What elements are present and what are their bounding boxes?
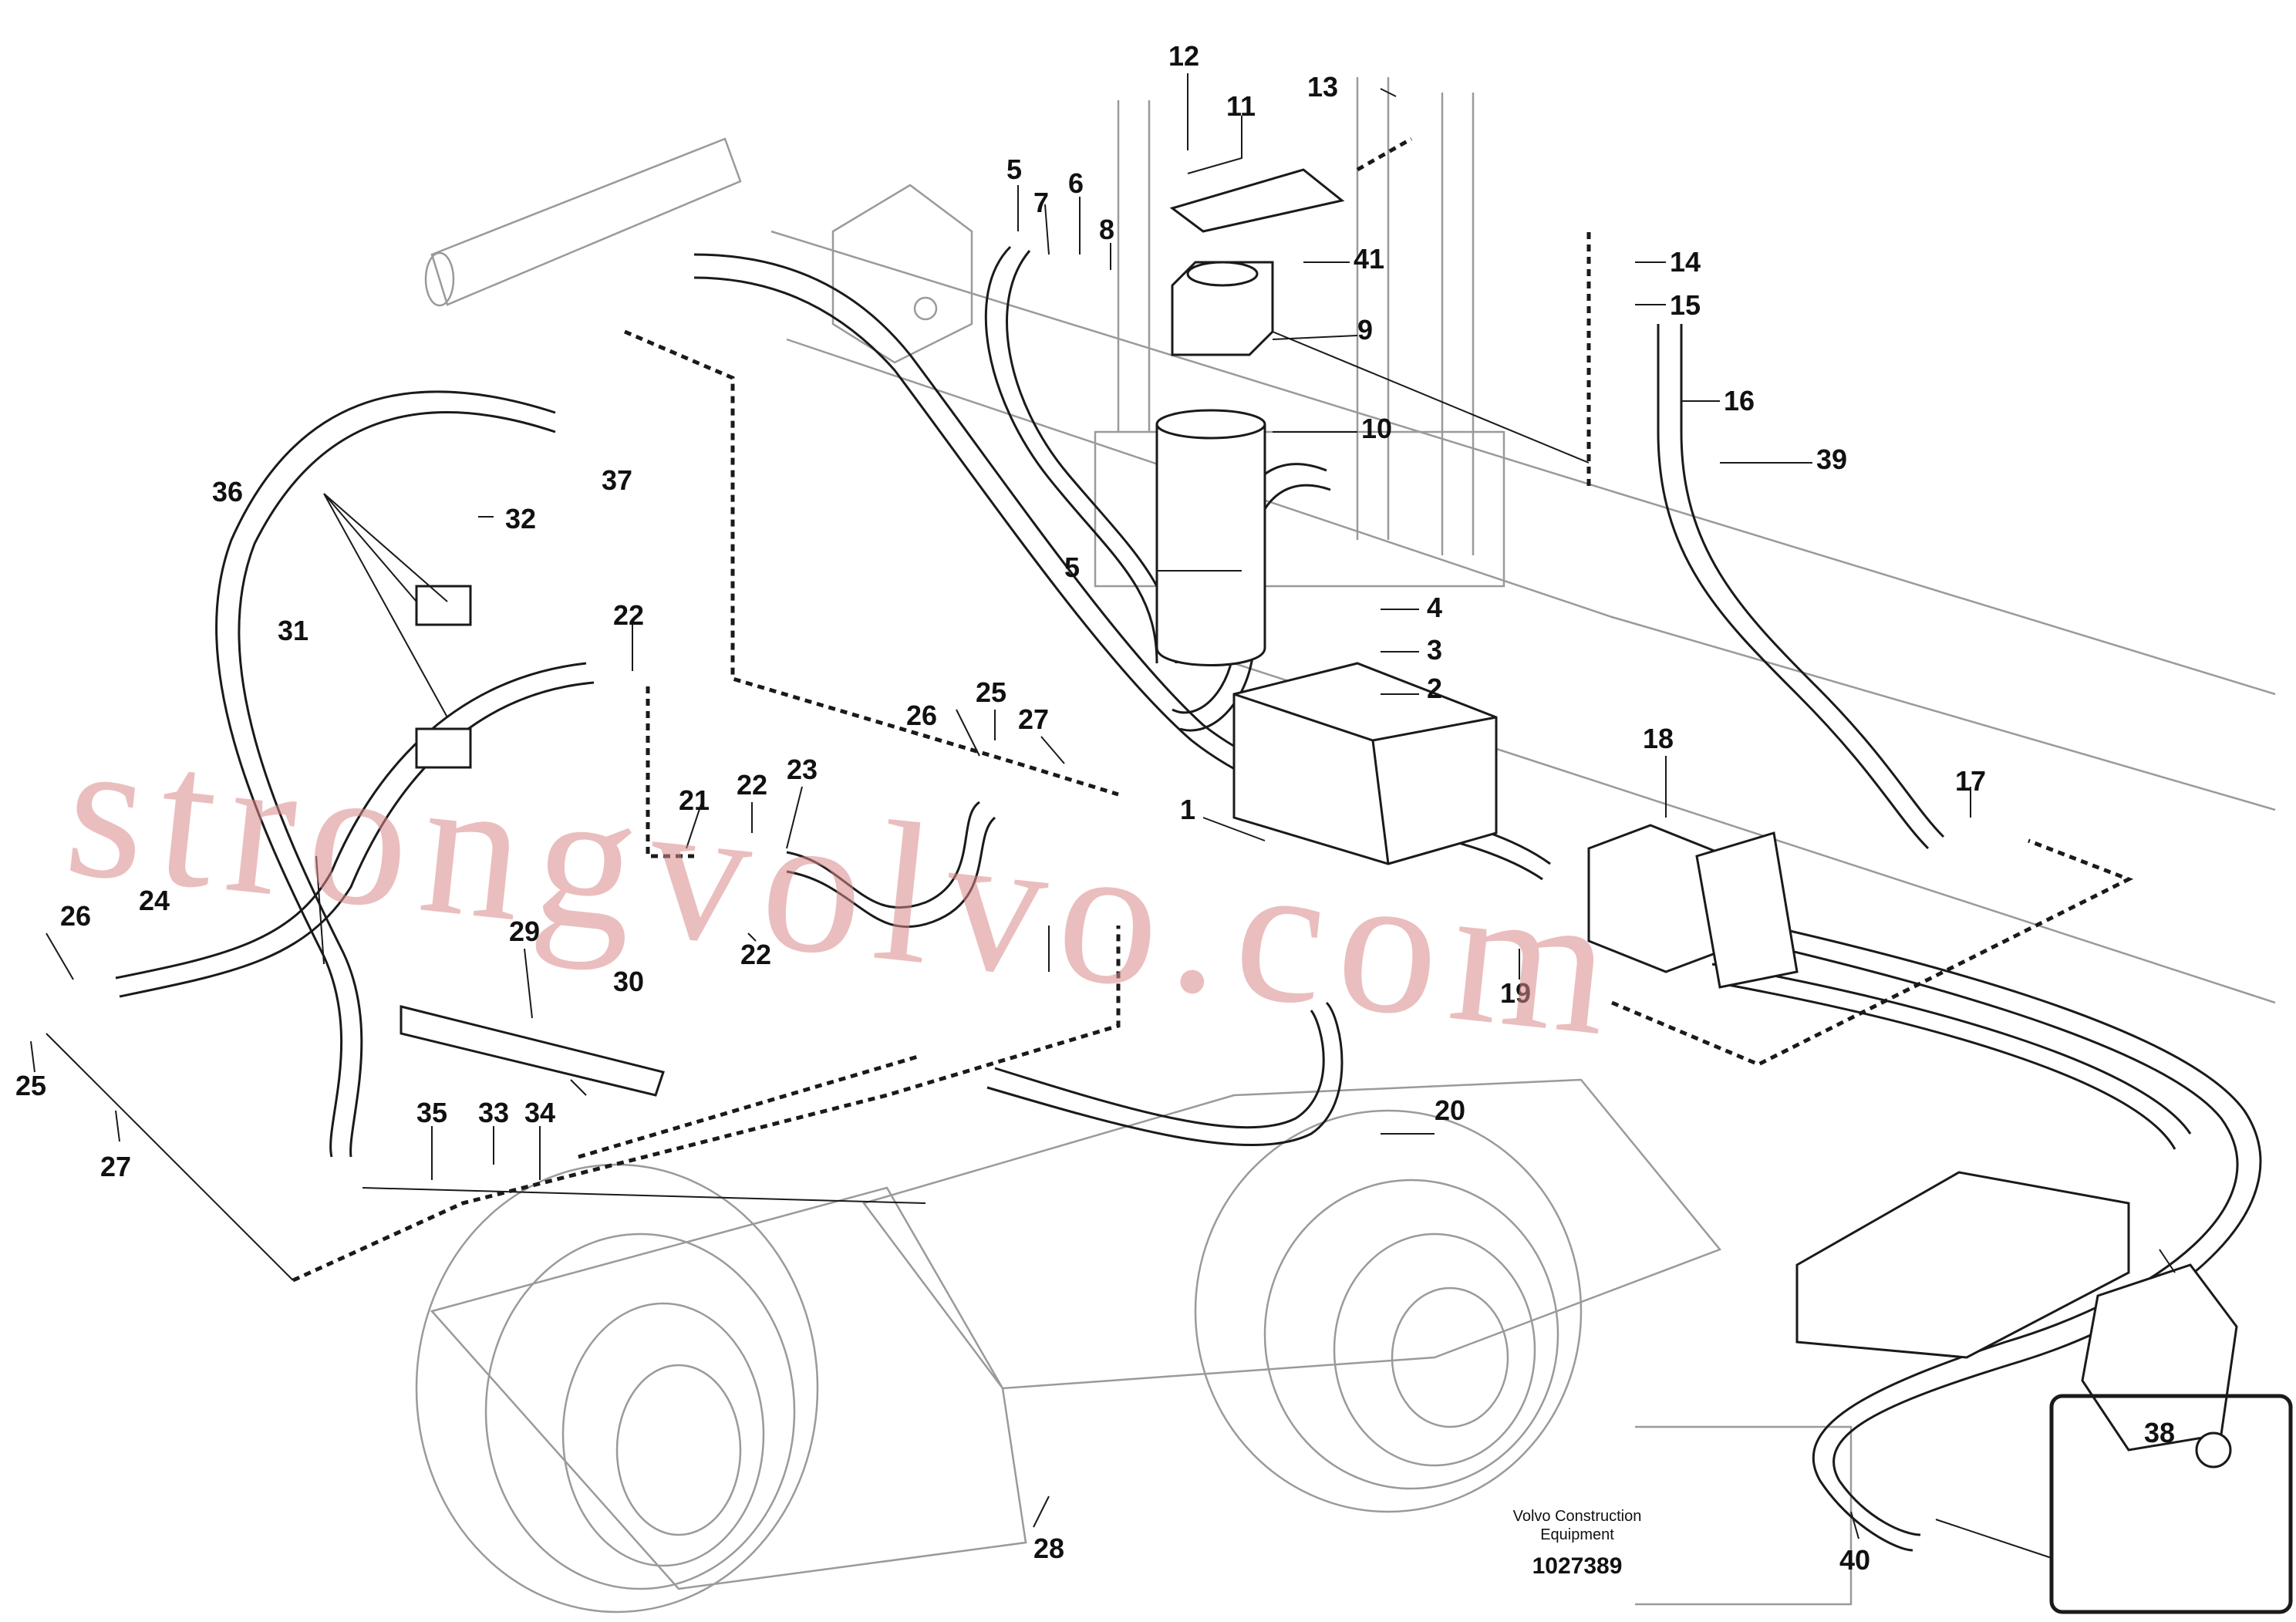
callout-26b: 26 xyxy=(60,900,91,932)
background-frame xyxy=(415,77,2276,1614)
inset-box-38 xyxy=(2049,1394,2293,1614)
callout-21: 21 xyxy=(679,784,710,816)
callout-4: 4 xyxy=(1427,592,1442,623)
callout-35: 35 xyxy=(416,1097,447,1128)
callout-5a: 5 xyxy=(1006,153,1022,185)
callout-3: 3 xyxy=(1427,634,1442,666)
callout-27b: 27 xyxy=(100,1151,131,1182)
callout-38: 38 xyxy=(2144,1417,2175,1448)
callout-25b: 25 xyxy=(15,1070,46,1101)
callout-31: 31 xyxy=(278,615,308,646)
callout-10: 10 xyxy=(1361,413,1392,444)
callout-16: 16 xyxy=(1724,385,1755,416)
callout-labels: 1 2 3 4 5 5 6 7 8 9 10 11 12 13 14 15 16… xyxy=(15,40,2175,1576)
callout-24: 24 xyxy=(139,885,170,916)
callout-30: 30 xyxy=(613,966,644,997)
callout-15: 15 xyxy=(1670,289,1701,321)
credit-line-2: Equipment xyxy=(1540,1526,1614,1543)
callout-22b: 22 xyxy=(737,769,767,801)
components xyxy=(400,168,2238,1469)
leader-lines xyxy=(30,73,2176,1559)
document-number: 1027389 xyxy=(1532,1553,1623,1579)
callout-11: 11 xyxy=(1226,90,1256,122)
callout-27a: 27 xyxy=(1018,703,1049,735)
callout-5b: 5 xyxy=(1064,551,1080,583)
credit-line-1: Volvo Construction xyxy=(1513,1508,1642,1525)
callout-22c: 22 xyxy=(740,939,771,970)
callout-6: 6 xyxy=(1068,167,1084,199)
document-credit: Volvo Construction Equipment 1027389 xyxy=(1513,1508,1642,1579)
callout-40: 40 xyxy=(1839,1544,1870,1576)
callout-14: 14 xyxy=(1670,246,1701,278)
callout-23: 23 xyxy=(787,754,818,785)
callout-20: 20 xyxy=(1435,1094,1465,1126)
callout-29: 29 xyxy=(509,916,540,947)
callout-1: 1 xyxy=(1180,794,1195,825)
callout-28: 28 xyxy=(1033,1533,1064,1564)
callout-9: 9 xyxy=(1357,314,1373,346)
callout-2: 2 xyxy=(1427,673,1442,704)
callout-33: 33 xyxy=(478,1097,509,1128)
callout-26a: 26 xyxy=(906,700,937,731)
callout-32: 32 xyxy=(505,503,536,534)
callout-8: 8 xyxy=(1099,214,1114,245)
callout-22a: 22 xyxy=(613,599,644,631)
callout-39: 39 xyxy=(1816,443,1847,475)
callout-19: 19 xyxy=(1500,977,1531,1009)
callout-37: 37 xyxy=(602,464,632,496)
callout-13: 13 xyxy=(1307,71,1338,103)
callout-17: 17 xyxy=(1955,765,1986,797)
callout-25a: 25 xyxy=(976,676,1006,708)
callout-7: 7 xyxy=(1033,187,1049,218)
callout-36: 36 xyxy=(212,476,243,508)
callout-12: 12 xyxy=(1168,40,1199,72)
callout-41: 41 xyxy=(1354,243,1384,275)
callout-18: 18 xyxy=(1643,723,1674,754)
dashed-leaders xyxy=(292,137,2134,1283)
callout-34: 34 xyxy=(524,1097,555,1128)
